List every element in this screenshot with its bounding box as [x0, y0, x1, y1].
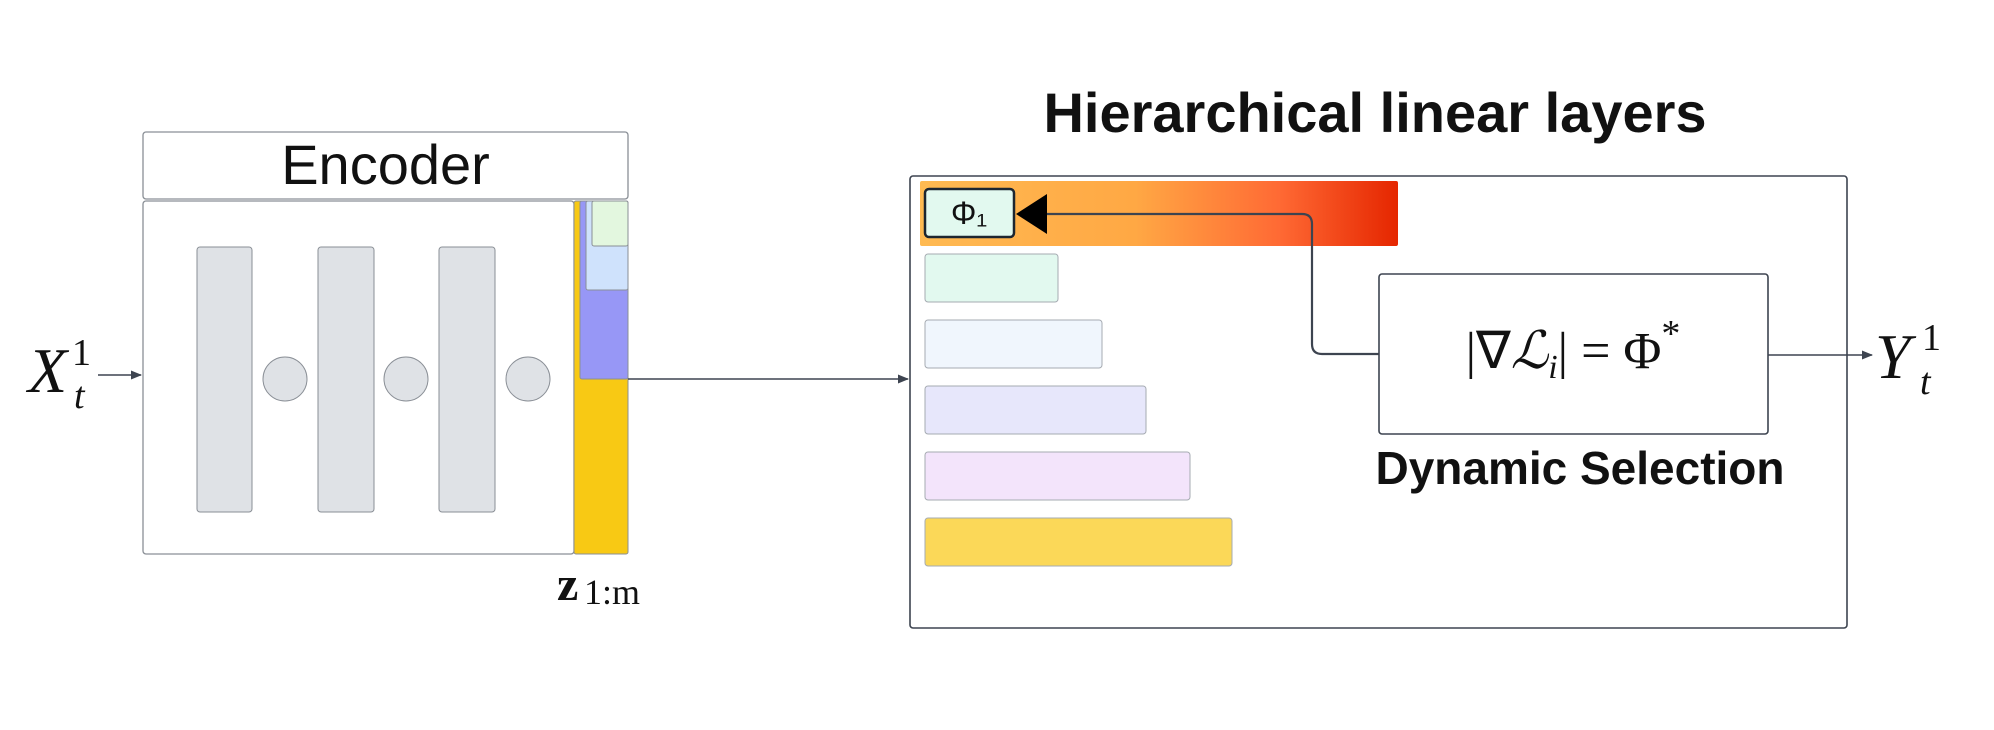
encoder-title-box	[142, 131, 629, 200]
layer-bar-5	[924, 451, 1191, 501]
encoder-node-1	[262, 356, 308, 402]
output-label: Y 1 t	[1875, 317, 1941, 403]
encoder: Encoder	[142, 131, 629, 555]
input-sup: 1	[72, 332, 91, 374]
feedback-arrowhead	[1016, 194, 1047, 234]
latent-sub: 1:m	[584, 572, 640, 612]
selection-formula: |∇ℒi| = Φ*	[1466, 313, 1681, 386]
layer-bar-2	[924, 253, 1059, 303]
output-sup: 1	[1922, 317, 1941, 359]
layer-bar-6	[924, 517, 1233, 567]
encoder-layer-3	[438, 246, 496, 513]
encoder-title: Encoder	[281, 133, 490, 196]
latent-representation	[573, 200, 629, 555]
feedback-connector	[1047, 212, 1379, 356]
first-layer-label: Φ₁	[951, 195, 987, 231]
layer-bar-3	[924, 319, 1103, 369]
hierarchy-title: Hierarchical linear layers	[1043, 81, 1706, 144]
layer-bar-4	[924, 385, 1147, 435]
input-sub: t	[74, 375, 86, 417]
encoder-node-3	[505, 356, 551, 402]
encoder-layer-1	[196, 246, 253, 513]
input-label: X 1 t	[25, 332, 91, 417]
latent-label: z 1:m	[557, 558, 640, 612]
latent-core	[591, 200, 629, 247]
first-layer-box: Φ₁	[923, 187, 1016, 239]
selection-label: Dynamic Selection	[1375, 442, 1784, 494]
output-sub: t	[1920, 361, 1932, 403]
input-base: X	[25, 335, 70, 406]
output-base: Y	[1875, 321, 1917, 392]
encoder-node-2	[383, 356, 429, 402]
latent-bold: z	[557, 558, 578, 611]
encoder-layer-2	[317, 246, 375, 513]
